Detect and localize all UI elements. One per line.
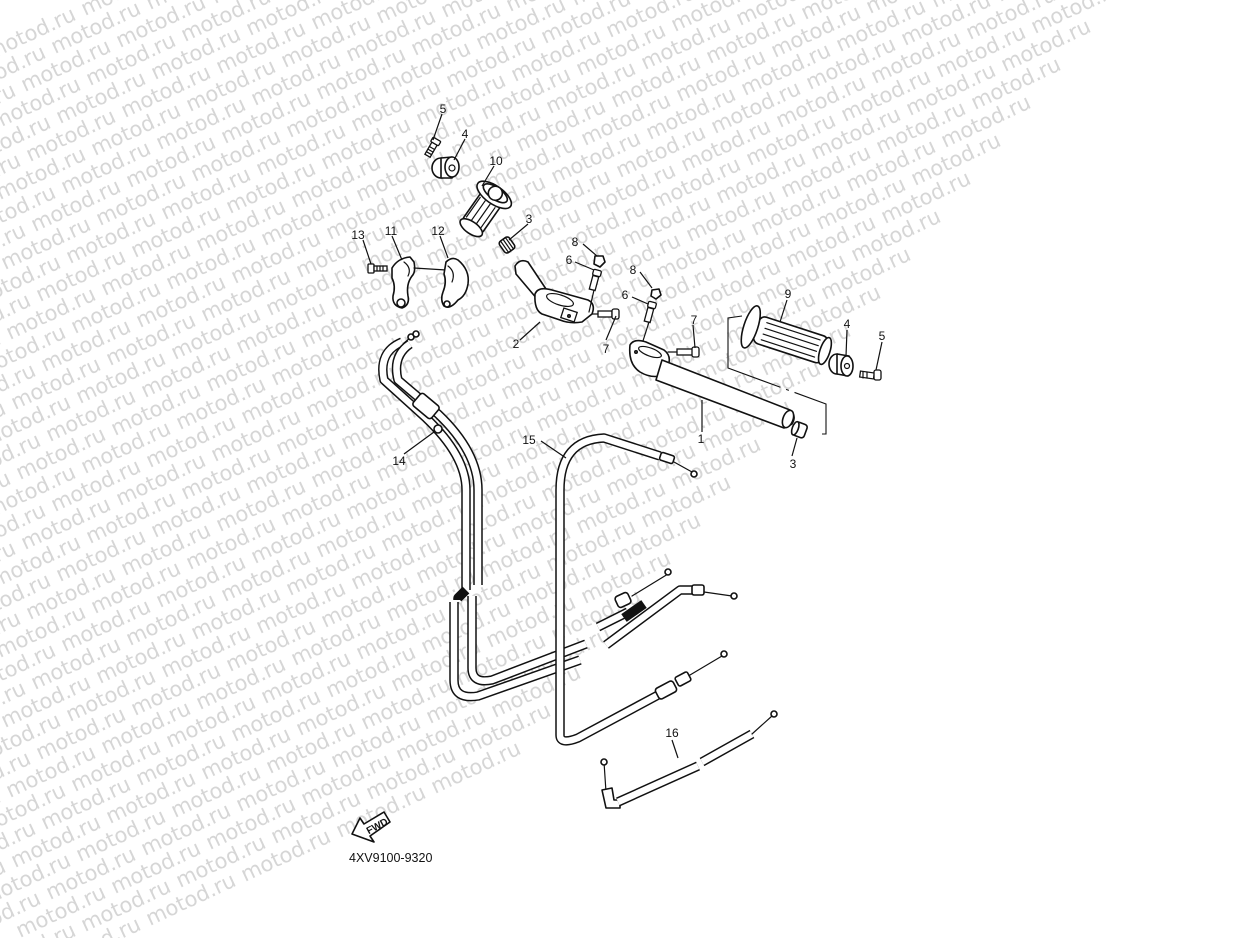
callout-14: 14 [392,454,406,468]
part-bar-end-plug-right[interactable] [790,420,808,439]
part-cable-guide-lower[interactable] [440,257,470,308]
part-grip-left[interactable] [451,176,515,244]
callout-labels: 5 4 10 3 13 11 12 8 6 8 6 7 7 2 9 4 5 1 … [351,102,885,740]
callout-13: 13 [351,228,365,242]
part-handlebar-right[interactable] [628,339,796,430]
part-bar-end-weight-left[interactable] [431,156,460,179]
callout-16: 16 [665,726,679,740]
callout-3b: 3 [790,457,797,471]
fwd-direction-arrow: FWD [351,811,391,843]
callout-2: 2 [513,337,520,351]
callout-5b: 5 [879,329,886,343]
part-handlebar-left[interactable] [514,259,595,324]
drawing-code: 4XV9100-9320 [349,851,432,865]
callout-7b: 7 [691,313,698,327]
part-bolt-right[interactable] [641,300,657,345]
part-cap-left[interactable] [593,255,606,268]
part-throttle-grip[interactable] [737,304,836,374]
callout-3: 3 [526,212,533,226]
callout-8: 8 [572,235,579,249]
callout-12: 12 [431,224,445,238]
part-starter-choke-cable[interactable] [600,710,778,809]
callout-11: 11 [385,224,398,238]
callout-6b: 6 [622,288,629,302]
fwd-label: FWD [365,817,390,837]
leader-lines [362,113,883,759]
callout-15: 15 [522,433,536,447]
callout-1: 1 [698,432,705,446]
part-screw-left[interactable] [424,136,442,159]
part-bar-end-weight-right[interactable] [828,353,854,377]
callout-10: 10 [489,154,503,168]
callout-9: 9 [785,287,792,301]
part-screw-guide[interactable] [367,263,388,274]
part-throttle-cable-assy[interactable] [378,330,738,702]
callout-4: 4 [462,127,469,141]
callout-6: 6 [566,253,573,267]
part-screw-right[interactable] [858,369,882,381]
part-clutch-cable[interactable] [555,433,728,746]
callout-7: 7 [603,342,610,356]
callout-4b: 4 [844,317,851,331]
assembly-bracket [727,315,827,435]
part-cap-right[interactable] [650,288,662,300]
callout-8b: 8 [630,263,637,277]
part-cable-guide-upper[interactable] [391,256,416,309]
part-bar-end-plug-left[interactable] [498,236,516,254]
part-bolt-left-clamp[interactable] [591,308,620,320]
part-bolt-left[interactable] [588,268,602,313]
part-bolt-right-clamp[interactable] [667,346,700,358]
callout-5: 5 [440,102,447,116]
